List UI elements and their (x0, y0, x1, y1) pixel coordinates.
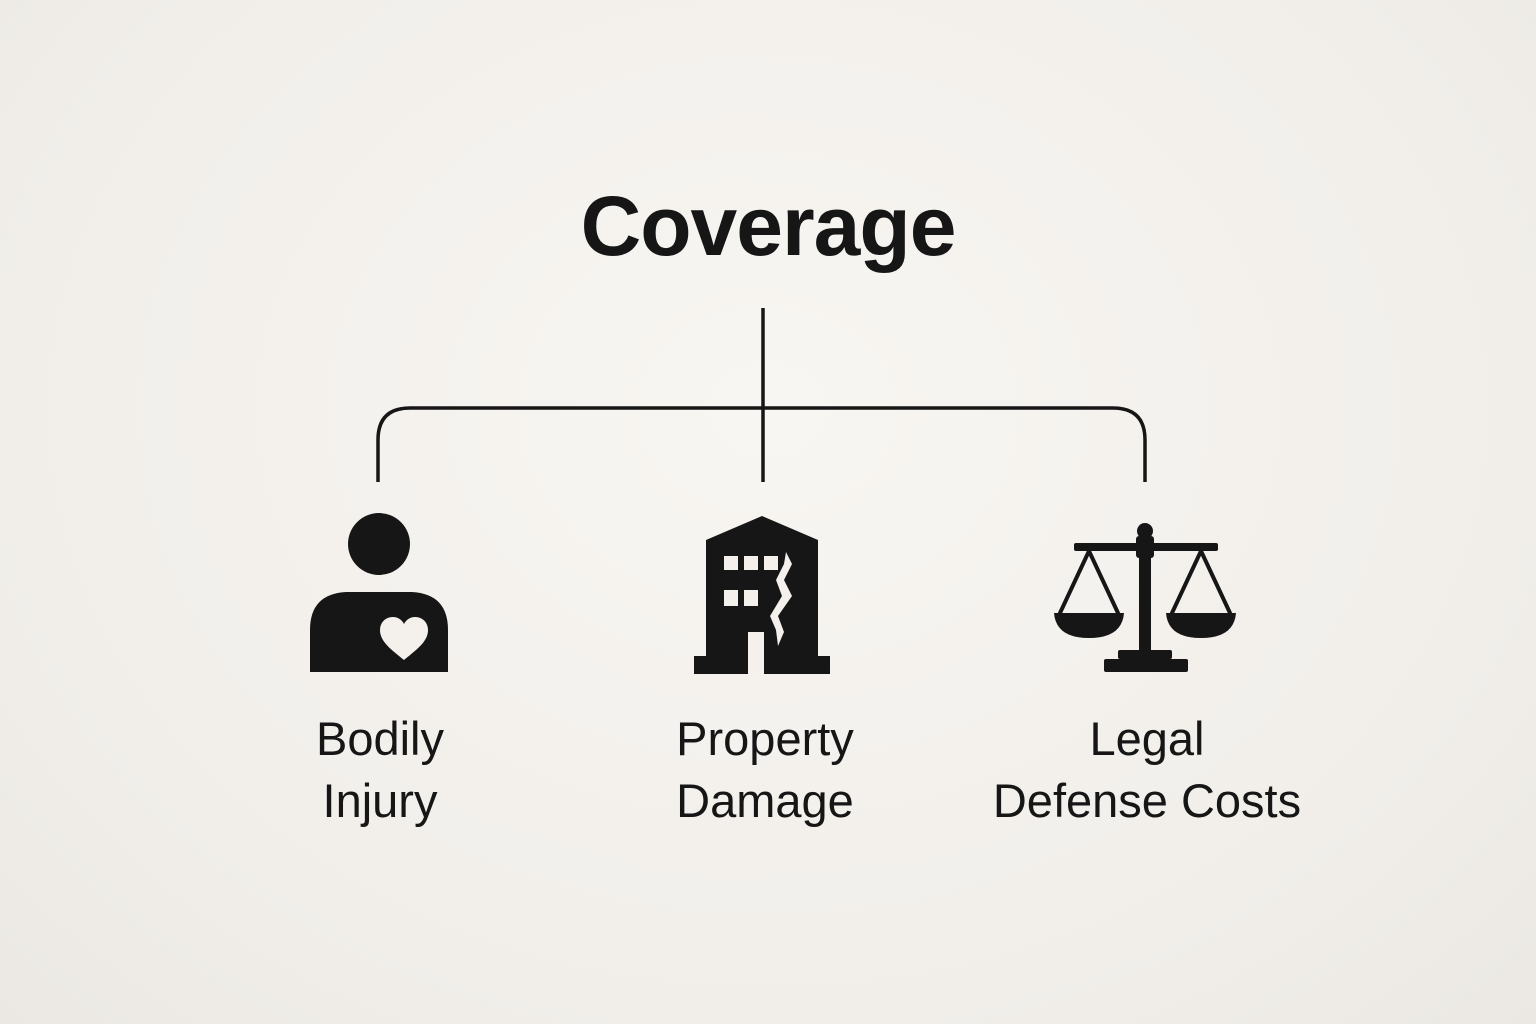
label-bodily-injury: Bodily Injury (315, 712, 444, 827)
damaged-building-icon (694, 516, 830, 674)
scales-of-justice-icon (1054, 523, 1236, 672)
person-heart-icon (310, 513, 448, 672)
label-legal-defense-costs: Legal Defense Costs (992, 712, 1302, 827)
label-property-damage: Property Damage (676, 712, 854, 827)
diagram-title: Coverage (580, 179, 957, 273)
branch-bracket (376, 406, 1147, 482)
